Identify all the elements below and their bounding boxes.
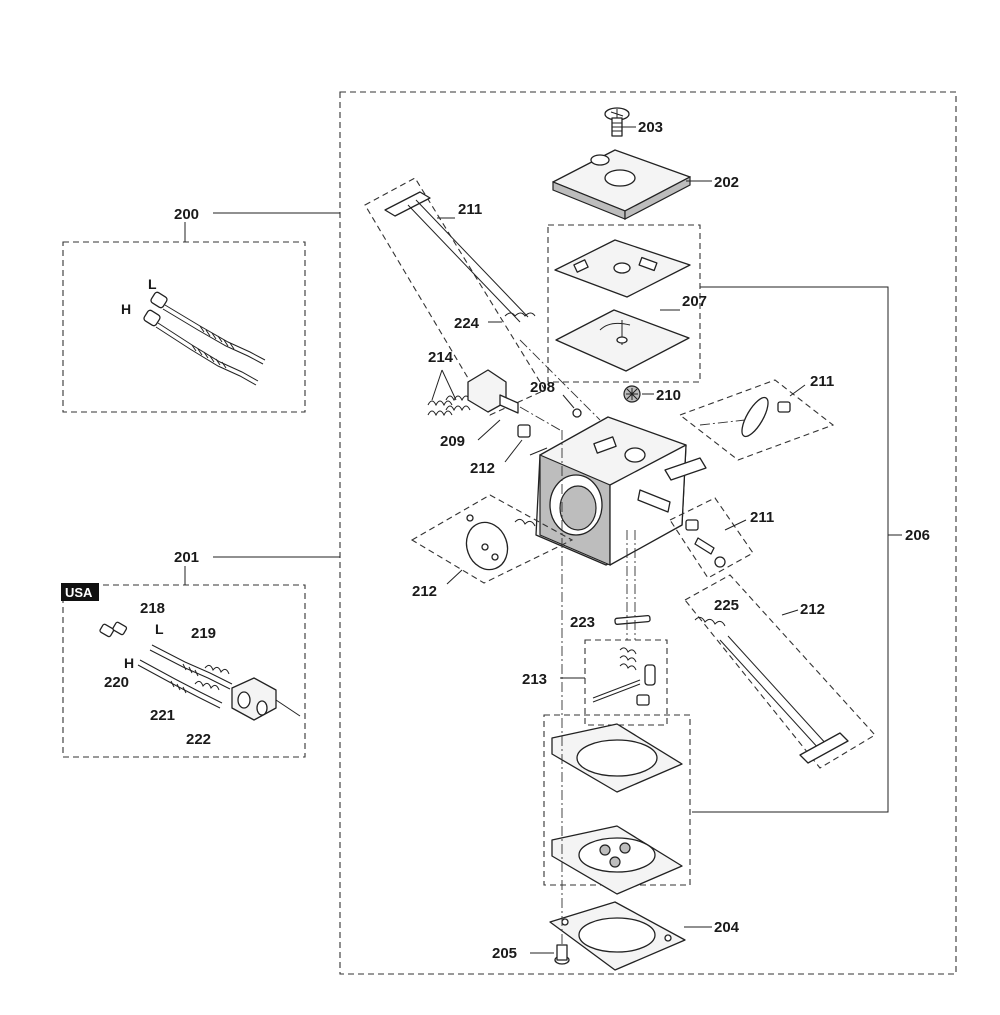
needle-springs-icon [194, 664, 230, 691]
adjusting-needles-usa-icon [137, 644, 233, 709]
label-204: 204 [714, 919, 740, 936]
carburetor-body-icon [529, 416, 707, 566]
label-214: 214 [428, 349, 454, 366]
needle-valve-icon [592, 647, 656, 706]
label-220: 220 [104, 674, 129, 691]
main-assembly-frame [339, 91, 957, 975]
label-203: 203 [638, 119, 663, 136]
label-224: 224 [454, 315, 480, 332]
check-ball-icon [562, 394, 582, 418]
metering-kit-frame [543, 714, 691, 886]
label-200: 200 [174, 206, 199, 223]
metering-cover-icon [549, 901, 712, 971]
kit-201-frame [62, 584, 306, 758]
label-l-201: L [155, 621, 164, 637]
label-211-top: 211 [458, 201, 482, 218]
kit-200-frame [62, 241, 306, 413]
label-201: 201 [174, 549, 199, 566]
adjusting-needle-l-icon [150, 291, 266, 365]
label-l-200: L [148, 276, 157, 292]
throttle-stop-icon [504, 424, 531, 463]
kit-206-bracket [692, 286, 889, 813]
label-h-201: H [124, 655, 134, 671]
label-210: 210 [656, 387, 681, 404]
label-209: 209 [440, 433, 465, 450]
label-usa: USA [65, 585, 93, 600]
pump-gasket-icon [554, 239, 691, 298]
label-211-right: 211 [810, 373, 834, 390]
label-208: 208 [530, 379, 555, 396]
label-223: 223 [570, 614, 595, 631]
kit-200-group [62, 212, 340, 413]
label-225: 225 [714, 597, 739, 614]
label-213: 213 [522, 671, 547, 688]
choke-shaft-group [364, 177, 546, 416]
label-212-lower: 212 [412, 583, 437, 600]
fuel-screen-icon [623, 385, 654, 403]
label-h-200: H [121, 301, 131, 317]
throttle-shaft-group [684, 574, 876, 769]
pump-kit-frame [547, 224, 701, 383]
label-212-left: 212 [470, 460, 495, 477]
label-206: 206 [905, 527, 930, 544]
choke-valve-group [678, 379, 835, 461]
metering-diaphragm-icon [551, 825, 683, 895]
pump-cover-icon [552, 149, 712, 220]
needle-valve-frame [584, 639, 668, 726]
label-219: 219 [191, 625, 216, 642]
pump-diaphragm-icon [555, 309, 690, 372]
limiter-cap-icon [99, 621, 128, 638]
label-211-mid: 211 [750, 509, 774, 526]
kit-201-group [61, 556, 340, 758]
adjusting-needle-h-icon [143, 309, 259, 386]
usa-badge [61, 583, 99, 601]
label-218: 218 [140, 600, 165, 617]
cover-screw-icon [604, 107, 636, 137]
label-222: 222 [186, 731, 211, 748]
label-205: 205 [492, 945, 517, 962]
metering-gasket-icon [551, 723, 683, 793]
label-212-right: 212 [800, 601, 825, 618]
throttle-lever-group [669, 497, 754, 579]
needle-housing-icon [231, 677, 301, 721]
idle-springs-icon [427, 369, 471, 417]
label-221: 221 [150, 707, 175, 724]
label-207: 207 [682, 293, 707, 310]
throttle-valve-group [410, 494, 574, 585]
metering-cover-screw-icon [530, 944, 570, 965]
inlet-fitting-icon [467, 369, 561, 441]
lever-pin-icon [614, 614, 651, 625]
label-202: 202 [714, 174, 739, 191]
